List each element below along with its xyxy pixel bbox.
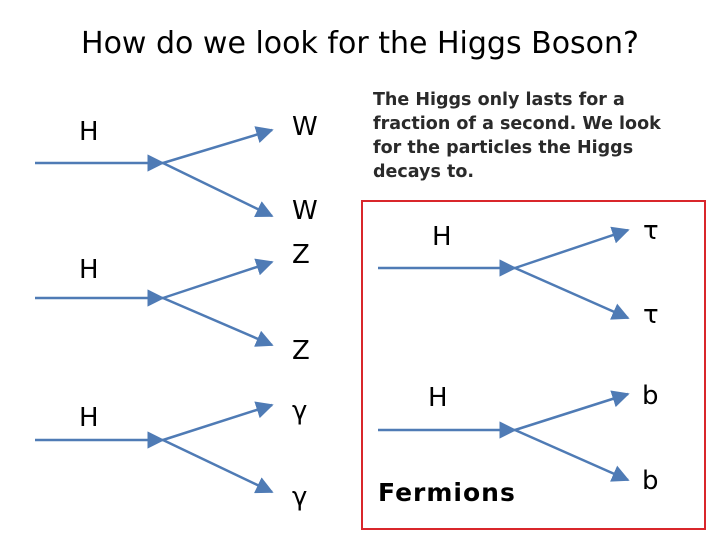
gg-parent-label: H	[79, 403, 99, 433]
bb-parent-label: H	[428, 383, 448, 413]
gg-product-1-label: γ	[292, 396, 308, 426]
bb-product-1-label: b	[642, 381, 659, 411]
explanation-note: The Higgs only lasts for a fraction of a…	[373, 90, 661, 182]
tautau-product-1-label: τ	[643, 216, 659, 246]
tautau-product-2-label: τ	[643, 300, 659, 330]
tautau-lower-line	[514, 266, 630, 320]
bb-product-2-label: b	[642, 466, 659, 496]
ww-lower-line	[162, 161, 274, 218]
zz-upper-line	[162, 258, 274, 300]
fermions-label: Fermions	[378, 478, 516, 507]
ww-parent-label: H	[79, 117, 99, 147]
ww-product-1-label: W	[292, 112, 318, 142]
zz-lower-line	[162, 296, 274, 347]
bb-lower-line	[514, 428, 630, 482]
gg-upper-line	[162, 401, 274, 442]
tautau-parent-label: H	[432, 222, 452, 252]
zz-product-2-label: Z	[292, 336, 310, 366]
ww-upper-line	[162, 126, 274, 165]
ww-product-2-label: W	[292, 196, 318, 226]
gg-product-2-label: γ	[292, 482, 308, 512]
zz-product-1-label: Z	[292, 240, 310, 270]
zz-parent-label: H	[79, 255, 99, 285]
bb-upper-line	[514, 390, 630, 432]
slide-title: How do we look for the Higgs Boson?	[81, 26, 639, 61]
fermion-frame	[361, 200, 706, 530]
gg-lower-line	[162, 438, 274, 494]
tautau-upper-line	[514, 226, 630, 270]
